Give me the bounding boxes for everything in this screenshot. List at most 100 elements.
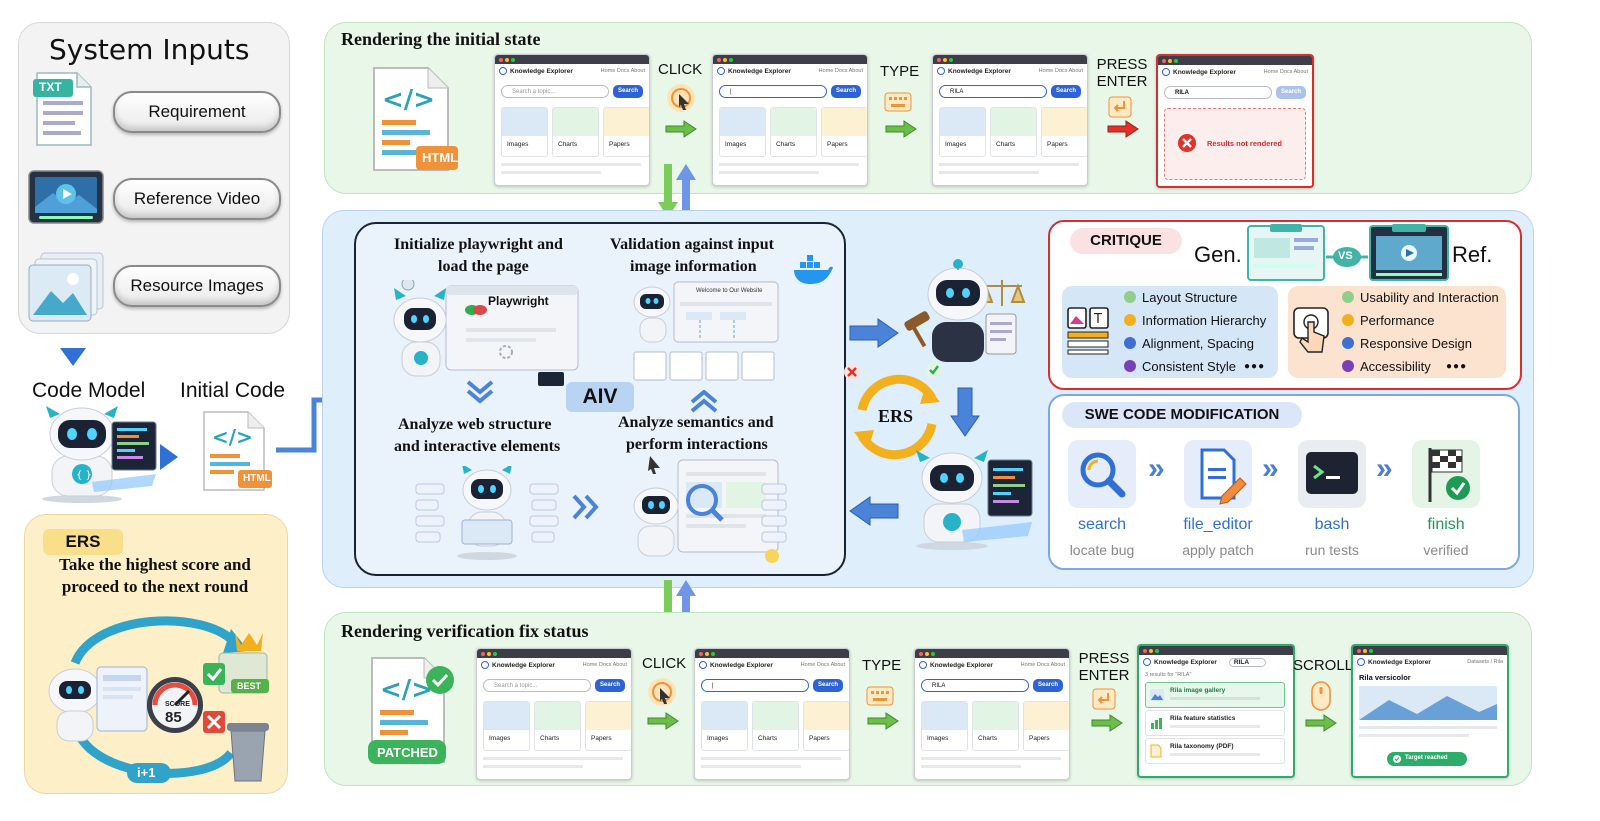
aiv-q3-line2: and interactive elements	[394, 438, 561, 455]
docker-icon	[792, 254, 834, 291]
system-inputs-panel: System Inputs TXT Requirement Reference …	[18, 22, 290, 334]
ers-text-line1: Take the highest score and	[59, 555, 251, 574]
svg-text:</>: </>	[382, 85, 435, 115]
mock-search-input-typed[interactable]: RILA	[939, 85, 1047, 98]
aiv-q4-line1: Analyze semantics and	[618, 414, 774, 431]
bottom-action-press-enter: PRESS ENTER	[1078, 650, 1130, 684]
aiv-q1-line1: Initialize playwright and	[394, 236, 563, 253]
svg-text:{ }: { }	[76, 470, 92, 481]
aiv-q2-line1: Validation against input	[610, 236, 774, 253]
bottom-arrow-3	[1090, 714, 1124, 737]
mock-card-charts[interactable]: Charts	[552, 107, 599, 157]
initial-code-file-icon: </> HTML	[200, 410, 274, 494]
ers-cycle: ERS	[842, 362, 952, 477]
critique-right-more: ●●●	[1446, 361, 1468, 372]
swe-title: SWE CODE MODIFICATION	[1062, 402, 1302, 428]
swe-search-box	[1068, 440, 1136, 508]
code-model-robot: { }	[34, 404, 160, 509]
error-box: Results not rendered	[1164, 108, 1306, 180]
swe-sub-bash: run tests	[1305, 542, 1359, 558]
svg-text:T: T	[1093, 312, 1102, 327]
system-inputs-title: System Inputs	[49, 33, 250, 66]
top-arrow-fail	[1106, 120, 1140, 143]
critique-left-item-4: Consistent Style	[1124, 359, 1236, 374]
mock-search-button[interactable]: Search	[613, 85, 643, 98]
detail-title: Rila versicolor	[1359, 673, 1411, 682]
aiv-to-judge-arrow	[848, 318, 900, 353]
top-click-icon	[665, 82, 697, 119]
aiv-right-chevrons	[572, 494, 602, 525]
target-reached-button[interactable]: Target reached	[1387, 752, 1467, 766]
ers-badge: ERS	[43, 529, 123, 555]
critique-left-item-1: Layout Structure	[1124, 290, 1237, 305]
result-item-3[interactable]: Rila taxonomy (PDF)	[1145, 738, 1285, 764]
aiv-down-chevrons	[466, 380, 494, 409]
mock-search-input[interactable]: Search a topic...	[501, 85, 609, 98]
mock-search-input-focused[interactable]: |	[719, 85, 827, 98]
critique-left-item-3: Alignment, Spacing	[1124, 336, 1254, 351]
detail-image	[1359, 686, 1497, 720]
swe-sub-search: locate bug	[1069, 542, 1135, 558]
ers-text-line2: proceed to the next round	[61, 577, 249, 596]
aiv-q1-line2: load the page	[438, 258, 529, 275]
results-header: 3 results for "RILA"	[1145, 672, 1192, 678]
critique-ref-thumbnail	[1368, 224, 1450, 287]
critique-right-item-1: Usability and Interaction	[1342, 290, 1499, 305]
aiv-q4-line2: perform interactions	[626, 436, 768, 453]
ers-center-label: ERS	[878, 406, 914, 426]
aiv-q3-line1: Analyze web structure	[398, 416, 552, 433]
playwright-illustration: Playwright	[386, 277, 586, 395]
top-enter-icon	[1108, 96, 1132, 123]
patched-file-icon: </> PATCHED	[366, 652, 462, 773]
swe-step-finish: finish	[1427, 516, 1465, 533]
critique-gen-label: Gen.	[1194, 242, 1242, 267]
critique-right-item-4: Accessibility	[1342, 359, 1431, 374]
ers-best-label: BEST	[237, 681, 262, 691]
critique-ref-label: Ref.	[1452, 242, 1493, 267]
bottom-action-scroll: SCROLL	[1293, 657, 1354, 674]
editor-robot	[906, 446, 1036, 557]
mock-brand: Knowledge Explorer	[510, 67, 573, 75]
txt-file-icon: TXT	[33, 71, 95, 147]
swe-chevron-1: »	[1148, 452, 1165, 485]
mock-card-papers[interactable]: Papers	[603, 107, 649, 157]
initial-code-label: Initial Code	[180, 379, 286, 402]
swe-step-search: search	[1077, 516, 1127, 533]
result-item-2[interactable]: Rila feature statistics	[1145, 710, 1285, 736]
top-action-press-enter: PRESS ENTER	[1096, 56, 1148, 90]
ers-loop-label: i+1	[137, 765, 156, 780]
ers-loop-illustration: i+1 BEST SCORE 85	[35, 603, 275, 794]
bottom-arrow-1	[646, 712, 680, 735]
editor-to-aiv-arrow	[848, 496, 900, 531]
top-mid-vertical-arrows	[654, 162, 700, 225]
judge-to-editor-arrow	[950, 386, 980, 443]
ers-score-label: SCORE	[165, 701, 190, 708]
aiv-up-chevrons	[690, 389, 718, 419]
mock-card-images[interactable]: Images	[501, 107, 548, 157]
structure-illustration	[412, 464, 562, 567]
swe-file-editor-box	[1184, 440, 1252, 508]
critique-gen-thumbnail	[1246, 224, 1326, 287]
top-row-title: Rendering the initial state	[341, 29, 541, 49]
bottom-enter-icon	[1092, 688, 1116, 715]
result-item-1[interactable]: Rila image gallery	[1145, 682, 1285, 708]
critique-right-item-3: Responsive Design	[1342, 336, 1472, 351]
html-badge: HTML	[243, 473, 271, 484]
bottom-action-type: TYPE	[862, 657, 902, 674]
judge-robot	[902, 256, 1036, 373]
svg-text:</>: </>	[380, 675, 433, 705]
aiv-q2-line2: image information	[630, 258, 757, 275]
svg-text:</>: </>	[212, 425, 253, 449]
bottom-keyboard-icon	[866, 686, 894, 711]
critique-left-item-2: Information Hierarchy	[1124, 313, 1266, 328]
top-action-click: CLICK	[658, 61, 703, 78]
swe-bash-box	[1298, 440, 1366, 508]
playwright-label: Playwright	[488, 294, 549, 308]
top-html-badge: HTML	[422, 150, 459, 165]
